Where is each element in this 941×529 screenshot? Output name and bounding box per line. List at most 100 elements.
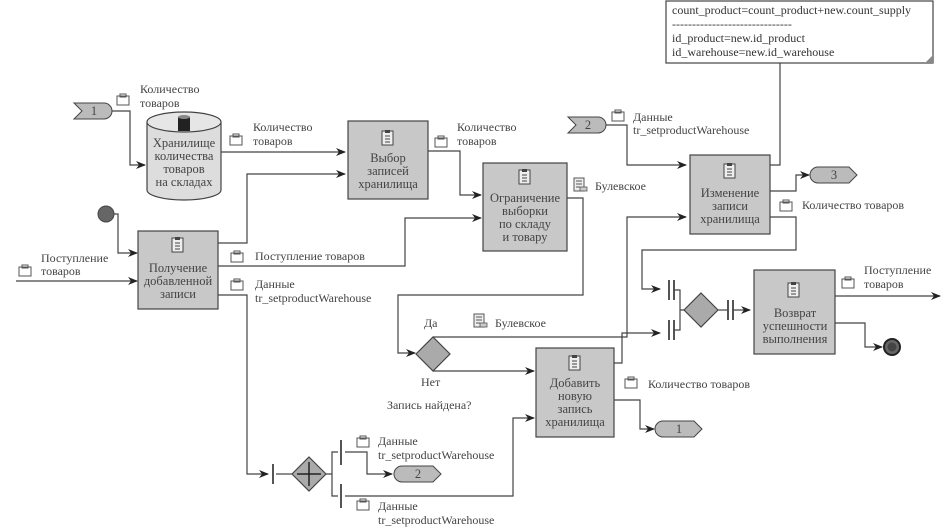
task-icon xyxy=(381,129,394,146)
bag-icon xyxy=(779,199,793,212)
svg-text:хранилища: хранилища xyxy=(358,177,418,191)
label-arrival: товаров xyxy=(41,264,81,278)
label-arrival: Поступление xyxy=(41,251,108,265)
gateway-question: Запись найдена? xyxy=(387,398,472,412)
task-icon xyxy=(171,236,184,253)
svg-text:1: 1 xyxy=(676,422,682,436)
start-event[interactable] xyxy=(97,205,115,223)
svg-text:выполнения: выполнения xyxy=(763,332,828,346)
merge-gateway[interactable] xyxy=(668,280,734,340)
bag-icon xyxy=(624,376,638,389)
note-connector xyxy=(770,63,781,166)
label-boolean: Булевское xyxy=(595,179,646,193)
task-add-record[interactable]: Добавить новую запись хранилища xyxy=(535,347,615,438)
document-icon xyxy=(473,313,488,328)
label-qty: Количество xyxy=(457,120,516,134)
label-no: Нет xyxy=(421,375,441,389)
bag-icon xyxy=(611,109,625,122)
svg-text:2: 2 xyxy=(585,118,591,132)
label-qty: товаров xyxy=(140,96,180,110)
task-icon xyxy=(568,354,581,371)
gateway-record-found[interactable] xyxy=(415,336,451,372)
document-icon xyxy=(573,177,588,192)
svg-text:записей: записей xyxy=(367,164,409,178)
label-qty: Количество xyxy=(253,120,312,134)
bag-icon xyxy=(230,278,244,291)
svg-text:хранилища: хранилища xyxy=(700,212,760,226)
link-event-out-2[interactable]: 2 xyxy=(393,465,442,483)
end-event[interactable] xyxy=(883,338,901,356)
label-qty: товаров xyxy=(253,134,293,148)
note-separator: ------------------------------ xyxy=(672,17,792,31)
note-line: id_warehouse=new.id_warehouse xyxy=(672,45,834,59)
svg-text:и товару: и товару xyxy=(503,230,549,244)
svg-text:записи: записи xyxy=(160,287,196,301)
task-update-record[interactable]: Изменение записи хранилища xyxy=(689,154,771,235)
bag-icon xyxy=(116,93,130,106)
label-qty: товаров xyxy=(457,134,497,148)
svg-text:товаров: товаров xyxy=(163,162,204,176)
label-yes: Да xyxy=(424,316,438,330)
task-icon xyxy=(723,162,736,179)
svg-text:1: 1 xyxy=(91,104,97,118)
link-event-in-1[interactable]: 1 xyxy=(72,102,113,120)
label-data: Данные xyxy=(255,277,295,291)
svg-text:Получение: Получение xyxy=(149,261,208,275)
svg-text:Хранилище: Хранилище xyxy=(153,136,216,150)
svg-text:новую: новую xyxy=(558,389,592,403)
bag-icon xyxy=(356,435,370,448)
svg-text:3: 3 xyxy=(831,168,837,182)
bag-icon xyxy=(841,276,855,289)
note-line: count_product=count_product+new.count_su… xyxy=(672,3,911,17)
bag-icon xyxy=(18,264,32,277)
bag-icon xyxy=(356,498,370,511)
svg-text:по складу: по складу xyxy=(499,217,552,231)
svg-text:2: 2 xyxy=(415,467,421,481)
task-icon xyxy=(518,168,531,185)
label-arrival: товаров xyxy=(864,277,904,291)
code-note: count_product=count_product+new.count_su… xyxy=(665,0,934,64)
svg-text:Выбор: Выбор xyxy=(370,151,406,165)
svg-text:Изменение: Изменение xyxy=(701,186,760,200)
label-qty: Количество xyxy=(140,82,199,96)
label-data: tr_setproductWarehouse xyxy=(255,291,371,305)
label-data: Данные xyxy=(378,499,418,513)
svg-text:записи: записи xyxy=(712,199,748,213)
link-event-out-3[interactable]: 3 xyxy=(809,166,858,184)
label-data: tr_setproductWarehouse xyxy=(378,513,494,527)
svg-text:количества: количества xyxy=(155,149,214,163)
datastore-warehouse-qty[interactable]: Хранилище количества товаров на складах xyxy=(146,111,222,201)
task-icon xyxy=(787,281,800,298)
label-arrival: Поступление xyxy=(864,263,931,277)
task-return-success[interactable]: Возврат успешности выполнения xyxy=(753,269,836,355)
note-line: id_product=new.id_product xyxy=(672,31,806,45)
label-qty: Количество товаров xyxy=(648,377,750,391)
svg-text:на складах: на складах xyxy=(156,175,214,189)
svg-text:успешности: успешности xyxy=(763,319,828,333)
label-qty: Количество товаров xyxy=(802,198,904,212)
bag-icon xyxy=(230,250,244,263)
bag-icon xyxy=(434,135,448,148)
label-boolean: Булевское xyxy=(495,316,546,330)
parallel-gateway[interactable] xyxy=(272,440,342,508)
svg-text:запись: запись xyxy=(558,402,593,416)
database-icon xyxy=(178,117,190,131)
label-arrival: Поступление товаров xyxy=(255,249,365,263)
label-data: tr_setproductWarehouse xyxy=(378,448,494,462)
task-select-records[interactable]: Выбор записей хранилища xyxy=(347,120,429,200)
link-event-out-1[interactable]: 1 xyxy=(654,420,703,438)
label-data: tr_setproductWarehouse xyxy=(633,123,749,137)
svg-text:Возврат: Возврат xyxy=(774,306,817,320)
svg-text:Добавить: Добавить xyxy=(550,376,601,390)
bag-icon xyxy=(229,133,243,146)
label-data: Данные xyxy=(378,434,418,448)
svg-text:Ограничение: Ограничение xyxy=(490,191,561,205)
link-event-in-2[interactable]: 2 xyxy=(566,116,607,134)
label-data: Данные xyxy=(633,110,673,124)
svg-text:добавленной: добавленной xyxy=(144,274,213,288)
task-receive-record[interactable]: Получение добавленной записи xyxy=(137,230,219,310)
svg-text:выборки: выборки xyxy=(502,204,548,218)
svg-text:хранилища: хранилища xyxy=(545,415,605,429)
task-restrict-selection[interactable]: Ограничение выборки по складу и товару xyxy=(482,162,568,252)
